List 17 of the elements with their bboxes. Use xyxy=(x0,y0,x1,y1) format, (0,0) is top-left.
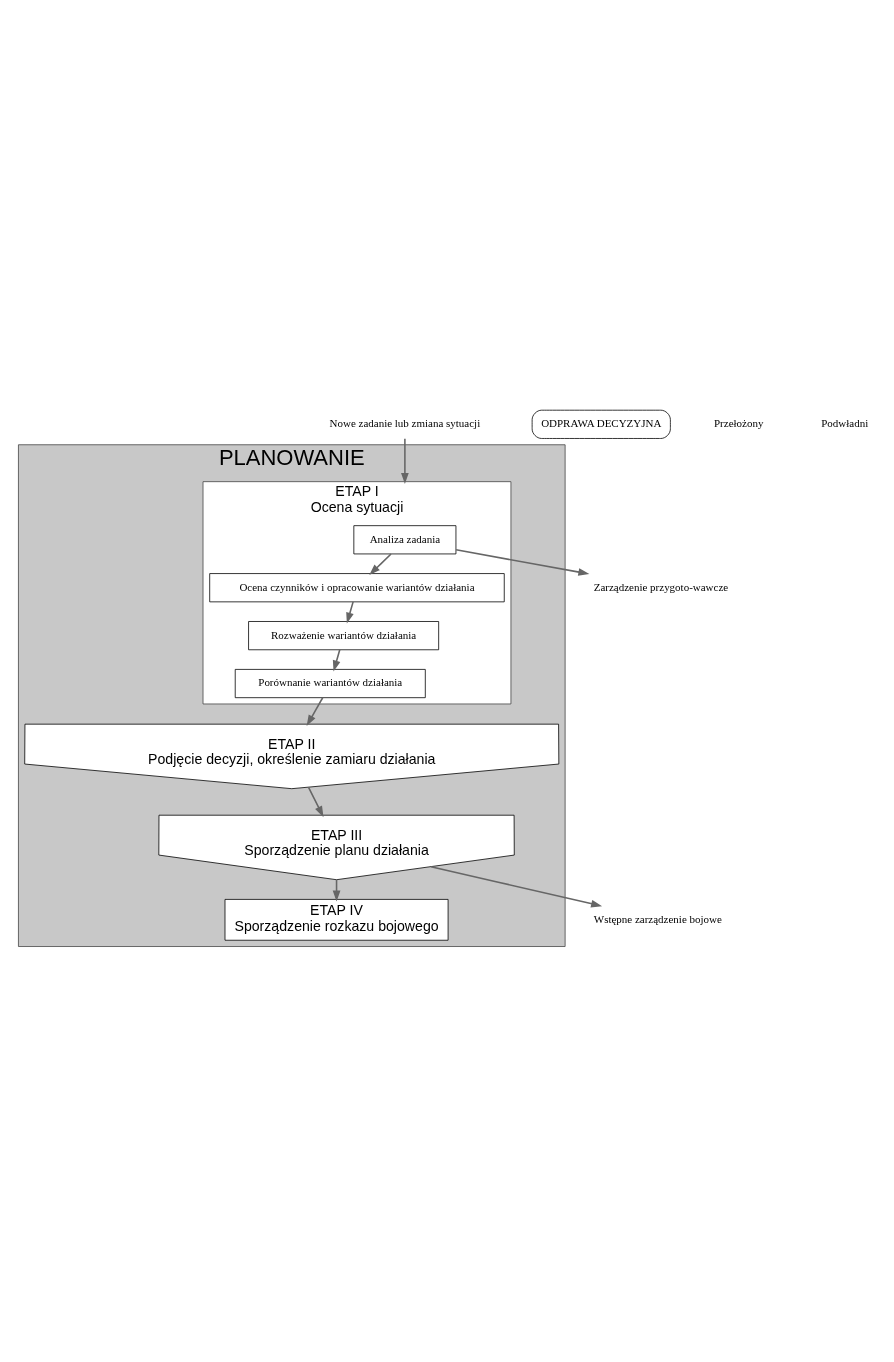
node-box: Analiza zadania xyxy=(352,524,456,554)
node-text: Wstępne zarządzenie bojowe xyxy=(593,912,722,925)
arrow xyxy=(454,548,589,576)
node-box: ODPRAWA DECYZYJNA xyxy=(531,409,671,439)
label: Przełożony xyxy=(713,416,763,429)
arrow xyxy=(368,552,392,575)
node-text: Zarządzenie przygoto-wawcze xyxy=(593,580,728,593)
node-box: Porównanie wariantów działania xyxy=(234,668,426,698)
arrow xyxy=(307,786,323,817)
label: Podwładni xyxy=(820,416,868,429)
node-box: Ocena czynników i opracowanie wariantów działania xyxy=(208,572,505,602)
node-text: Nowe zadanie lub zmiana sytuacji xyxy=(329,416,480,429)
node-box: ETAP IV Sporządzenie rozkazu bojowego xyxy=(224,898,448,941)
node-box: Rozważenie wariantów działania xyxy=(247,620,439,650)
arrow xyxy=(306,696,323,726)
arrow xyxy=(400,437,409,484)
arrow xyxy=(429,865,602,907)
